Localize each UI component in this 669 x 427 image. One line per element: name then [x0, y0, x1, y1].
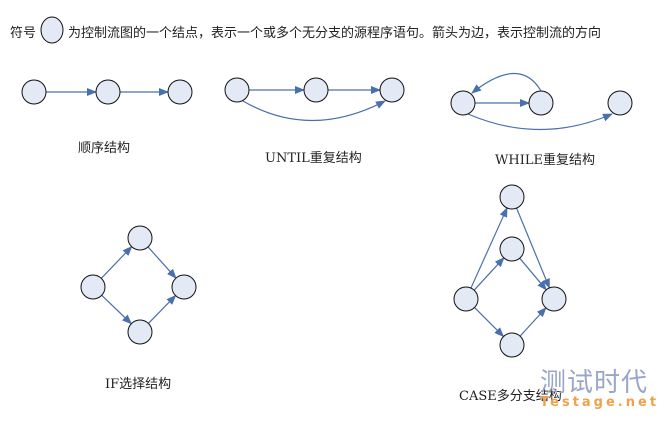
- flow-edge-arrow: [519, 307, 547, 337]
- node-symbol: [40, 16, 64, 44]
- flow-node: [499, 184, 525, 210]
- while-structure-label: WHILE重复结构: [495, 153, 595, 168]
- header-description: 为控制流图的一个结点，表示一个或多个无分支的源程序语句。箭头为边，表示控制流的方…: [68, 26, 602, 41]
- flow-node: [303, 77, 329, 103]
- flow-node: [499, 236, 525, 262]
- flow-node: [127, 225, 153, 251]
- flow-node: [95, 79, 121, 105]
- flow-edge-arrow: [470, 207, 508, 289]
- flow-edge-arrow: [516, 207, 550, 289]
- flow-edge-arrow: [242, 100, 386, 121]
- flow-edge-arrow: [471, 72, 542, 94]
- sequence-structure-label: 顺序结构: [78, 141, 131, 156]
- flow-node: [167, 79, 193, 105]
- flow-node: [171, 274, 197, 300]
- watermark-site: Testage.net: [540, 395, 660, 410]
- flow-node: [379, 77, 405, 103]
- if-structure-label: IF选择结构: [105, 377, 172, 392]
- watermark-logo: 测试时代 Testage.net: [540, 362, 659, 410]
- flow-node: [224, 77, 250, 103]
- case-structure-label: CASE多分支结构: [459, 389, 562, 404]
- flow-edge-arrow: [474, 307, 505, 338]
- flow-node: [453, 286, 479, 312]
- header-prefix: 符号: [10, 26, 37, 41]
- flow-edge-arrow: [467, 113, 613, 131]
- flow-edge-arrow: [147, 246, 177, 279]
- flow-node: [450, 90, 476, 116]
- flow-edge-arrow: [473, 257, 505, 291]
- watermark-title: 测试时代: [540, 368, 649, 398]
- flow-node: [541, 286, 567, 312]
- flow-node: [499, 332, 525, 358]
- flow-edge-arrow: [519, 257, 547, 291]
- flow-edge-arrow: [147, 294, 177, 324]
- until-structure-label: UNTIL重复结构: [265, 151, 362, 166]
- flow-node: [80, 274, 106, 300]
- flow-node: [607, 90, 633, 116]
- flow-node: [528, 90, 554, 116]
- flow-node: [21, 79, 47, 105]
- flow-edge-arrow: [100, 245, 133, 279]
- flow-edge-arrow: [101, 294, 133, 325]
- flow-node: [127, 319, 153, 345]
